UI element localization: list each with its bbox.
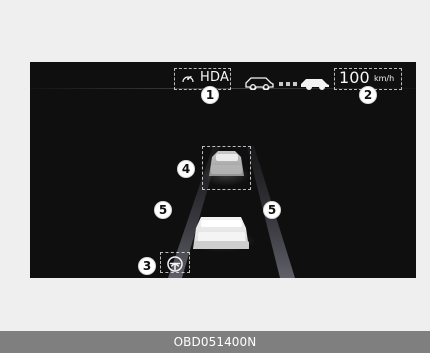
host-car [193,217,249,249]
driver-display: HDA 100 km/h 1 2 3 4 5 5 [30,62,416,278]
set-speed-value: 100 [339,69,370,87]
callout-number-5-right: 5 [263,201,281,219]
hda-label: HDA [200,70,229,86]
set-speed-unit: km/h [374,74,394,84]
callout-number-5-left: 5 [154,201,172,219]
figure-code-bar: OBD051400N [0,331,430,353]
callout-number-3: 3 [138,257,156,275]
following-cars-icon [243,68,333,90]
callout-number-4: 4 [177,160,195,178]
callout-number-2: 2 [359,86,377,104]
speedometer-icon [181,72,195,86]
lead-car-callout-box [202,146,251,190]
figure-code-text: OBD051400N [174,335,257,349]
callout-number-1: 1 [201,86,219,104]
steering-wheel-icon [166,255,184,273]
